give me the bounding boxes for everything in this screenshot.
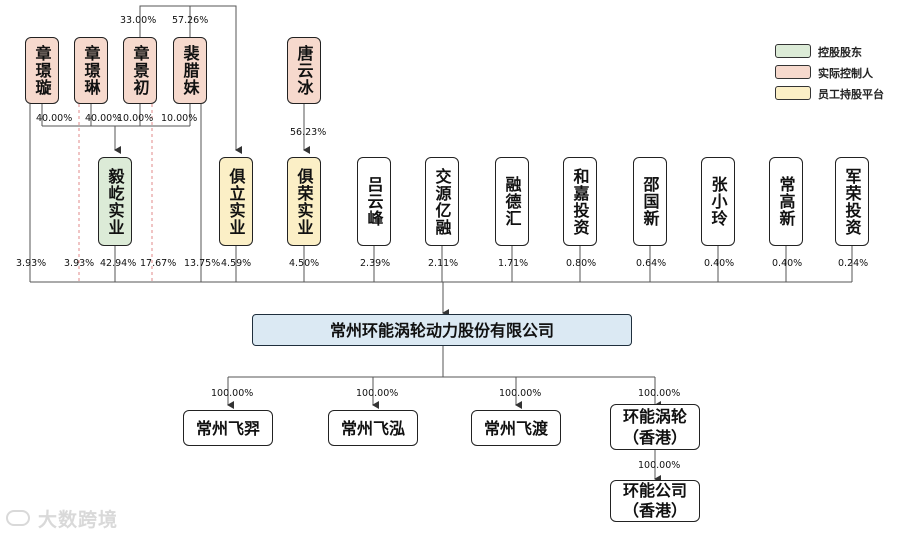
legend-swatch-controlling-shareholder <box>775 44 811 58</box>
shareholder-changgaoxin: 常高新 <box>769 157 803 246</box>
legend-swatch-actual-controller <box>775 65 811 79</box>
pct-holding: 4.50% <box>289 258 320 269</box>
platform-juli-shiye: 俱立实业 <box>219 157 253 246</box>
pct-subsidiary: 100.00% <box>499 388 542 399</box>
platform-jurong-shiye: 俱荣实业 <box>287 157 321 246</box>
main-company: 常州环能涡轮动力股份有限公司 <box>252 314 632 346</box>
legend-label-employee-platform: 员工持股平台 <box>818 88 884 101</box>
legend-label-actual-controller: 实际控制人 <box>818 67 873 80</box>
pct-yi-3: 10.00% <box>117 113 154 124</box>
subsidiary-feihong: 常州飞泓 <box>328 410 418 446</box>
pct-holding: 0.40% <box>704 258 735 269</box>
pct-holding: 42.94% <box>100 258 137 269</box>
pct-zhang-jingchu-to-juli: 33.00% <box>120 15 157 26</box>
shareholder-rongdehui: 融德汇 <box>495 157 529 246</box>
pct-holding: 3.93% <box>64 258 95 269</box>
person-zhang-jinglin: 章璟琳 <box>74 37 108 104</box>
subsidiary-huanneng-turbine-hk: 环能涡轮 （香港） <box>610 404 700 450</box>
shareholder-lv-yunfeng: 吕云峰 <box>357 157 391 246</box>
person-pei-lamei: 裴腊妹 <box>173 37 207 104</box>
watermark-text: 大数跨境 <box>38 509 119 531</box>
subsidiary-huanneng-company-hk: 环能公司 （香港） <box>610 480 700 522</box>
legend-label-controlling-shareholder: 控股股东 <box>818 46 862 59</box>
pct-yi-4: 10.00% <box>161 113 198 124</box>
shareholder-jiaoyuan-yirong: 交源亿融 <box>425 157 459 246</box>
person-zhang-jingchu: 章景初 <box>123 37 157 104</box>
pct-holding: 3.93% <box>16 258 47 269</box>
watermark-logo-icon <box>6 510 30 526</box>
pct-subsidiary: 100.00% <box>638 388 681 399</box>
pct-yi-2: 40.00% <box>85 113 122 124</box>
pct-holding: 4.59% <box>221 258 252 269</box>
legend-swatch-employee-platform <box>775 86 811 100</box>
pct-holding: 0.40% <box>772 258 803 269</box>
person-zhang-jingxuan: 章璟璇 <box>25 37 59 104</box>
person-tang-yunbing: 唐云冰 <box>287 37 321 104</box>
pct-holding: 0.80% <box>566 258 597 269</box>
pct-subsidiary: 100.00% <box>211 388 254 399</box>
pct-pei-lamei-to-juli: 57.26% <box>172 15 209 26</box>
subsidiary-feidu: 常州飞渡 <box>471 410 561 446</box>
subsidiary-feiyi: 常州飞羿 <box>183 410 273 446</box>
pct-holding: 13.75% <box>184 258 221 269</box>
shareholder-zhang-xiaoling: 张小玲 <box>701 157 735 246</box>
pct-holding: 0.64% <box>636 258 667 269</box>
holding-yiyi-shiye: 毅屹实业 <box>98 157 132 246</box>
pct-holding: 2.11% <box>428 258 459 269</box>
pct-sub-sub: 100.00% <box>638 460 681 471</box>
shareholder-junrong-touzi: 军荣投资 <box>835 157 869 246</box>
pct-holding: 17.67% <box>140 258 177 269</box>
pct-holding: 0.24% <box>838 258 869 269</box>
pct-holding: 2.39% <box>360 258 391 269</box>
shareholder-hejia-touzi: 和嘉投资 <box>563 157 597 246</box>
shareholder-shao-guoxin: 邵国新 <box>633 157 667 246</box>
pct-yi-1: 40.00% <box>36 113 73 124</box>
pct-holding: 1.71% <box>498 258 529 269</box>
pct-subsidiary: 100.00% <box>356 388 399 399</box>
pct-tang-to-jurong: 56.23% <box>290 127 327 138</box>
